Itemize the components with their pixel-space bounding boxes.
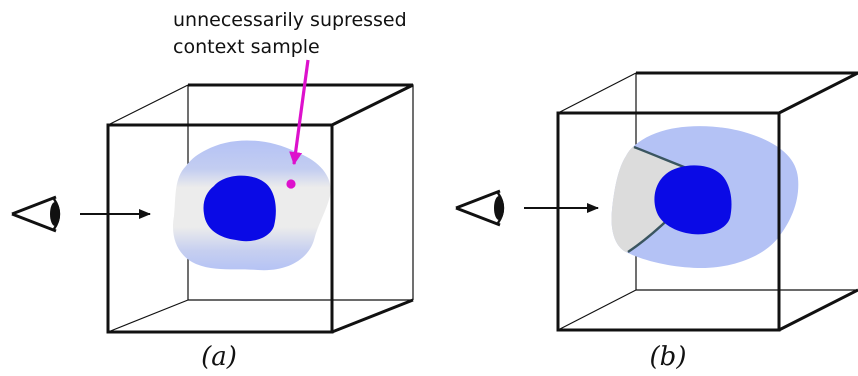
cube-front-edges-a	[106, 83, 414, 334]
eye-icon	[455, 189, 505, 227]
panel-label-b: (b)	[650, 342, 687, 372]
eye-icon	[11, 195, 61, 233]
panel-a	[11, 59, 414, 334]
annotation-arrow	[289, 59, 310, 166]
annotation-line-1: unnecessarily supressed	[173, 9, 407, 31]
annotation-line-2: context sample	[173, 36, 320, 58]
annotation-text: unnecessarily supressed context sample	[173, 9, 413, 58]
panel-b	[455, 71, 858, 332]
focus-object-b	[654, 165, 732, 235]
cube-front-edges-b	[556, 71, 858, 332]
focus-object-a	[203, 175, 276, 242]
context-sample-marker	[286, 179, 296, 189]
panel-label-a: (a)	[201, 342, 237, 372]
